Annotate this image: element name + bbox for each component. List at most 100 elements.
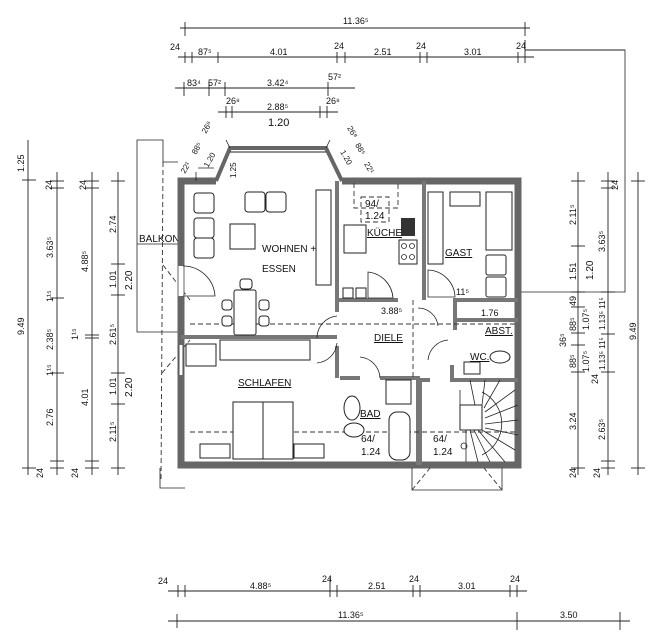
balcony: BALKON xyxy=(136,139,191,489)
outline-right xyxy=(521,49,626,293)
dim-label: 24 xyxy=(70,468,80,478)
diele-width: 3.88⁵ xyxy=(381,306,403,316)
nightstand xyxy=(293,443,325,459)
dim-label: 3.01 xyxy=(458,581,476,591)
bad-window-label: 64/ xyxy=(361,434,375,445)
bed-right xyxy=(262,401,294,460)
dim-label: 24 xyxy=(416,41,426,51)
dim-label: 24 xyxy=(322,574,332,584)
dim-label: 26⁸ xyxy=(226,96,240,106)
stove xyxy=(398,239,418,265)
nightstand xyxy=(199,443,231,459)
bay-dim: 26⁸ xyxy=(345,125,359,140)
abst-width: 1.76 xyxy=(481,308,499,318)
guest-bed xyxy=(485,191,513,251)
dim-label: 1.07⁵ xyxy=(581,350,591,372)
bay-depth: 1.25 xyxy=(229,162,238,178)
dim-label: 2.51 xyxy=(374,47,392,57)
bay-dim: 1.20 xyxy=(202,151,218,169)
dim-label: 24 xyxy=(35,468,45,478)
dim-label: 24 xyxy=(610,180,620,190)
dim-label: 2.51 xyxy=(368,581,386,591)
dim-label: 1.51 xyxy=(568,262,578,280)
dim-label: 2.61⁵ xyxy=(108,323,118,345)
bay-dim: 88⁵ xyxy=(353,142,367,157)
dim-label: 1.07⁵ xyxy=(581,308,591,330)
dim-label: 3.63⁵ xyxy=(45,236,55,258)
room-label-essen: ESSEN xyxy=(262,264,296,275)
dim-label: 3.63⁵ xyxy=(597,230,607,252)
dim-label: 88⁵ xyxy=(568,317,578,331)
room-labels: WOHNEN + ESSEN KÜCHE GAST DIELE ABST. WC… xyxy=(238,227,513,420)
room-label-wc: WC. xyxy=(470,352,489,363)
dim-label: 11.36⁵ xyxy=(338,610,364,620)
kueche-window-label: 94/ xyxy=(365,199,379,210)
shower xyxy=(385,379,412,405)
dim-label: 3.01 xyxy=(464,47,482,57)
staircase xyxy=(459,379,519,463)
room-label-abst: ABST. xyxy=(485,326,513,337)
bay-dim: 22¹ xyxy=(362,161,376,176)
top-dimensions: 11.36⁵ 24 87⁵ 4.01 24 2.51 24 3.01 24 83… xyxy=(170,16,625,129)
dim-label: 57² xyxy=(208,78,221,88)
dim-label: 24 xyxy=(409,574,419,584)
dim-label: 4.88⁵ xyxy=(80,250,90,272)
dim-label: 3.24 xyxy=(568,412,578,430)
dim-label: 1.20 xyxy=(585,260,596,280)
dim-label: 24 xyxy=(44,180,54,190)
stair-window-label: 64/ xyxy=(433,434,447,445)
dim-label: 2.11⁵ xyxy=(108,421,118,442)
dim-label: 1.13⁵ 11⁵ xyxy=(598,297,607,330)
right-dimensions: 2.11⁵ 1.51 1.20 49 88⁵ 1.07⁵ 36⁵ 88⁵ 1.0… xyxy=(558,172,645,478)
cabinet xyxy=(315,189,332,286)
dim-label: 2.38⁵ xyxy=(45,328,55,350)
bay-dim: 88⁵ xyxy=(190,141,204,156)
armchair xyxy=(193,192,215,214)
bay-dim: 26⁸ xyxy=(200,120,214,135)
kueche-window-label: 1.24 xyxy=(365,211,385,222)
dim-label: 87⁵ xyxy=(198,47,212,57)
bed-left xyxy=(232,401,264,460)
dim-label: 24 xyxy=(516,41,526,51)
dim-label: 4.01 xyxy=(80,388,90,406)
dim-label: 24 xyxy=(592,468,602,478)
dim-label: 3.50 xyxy=(560,610,578,620)
dim-label: 24 xyxy=(510,574,520,584)
bad-window-label: 1.24 xyxy=(361,447,381,458)
bottom-dimensions: 24 4.88⁵ 24 2.51 24 3.01 24 11.36⁵ 3.50 xyxy=(158,574,630,630)
stair-window-label: 1.24 xyxy=(433,447,453,458)
kitchen-counter xyxy=(343,224,367,254)
dim-label: 2.20 xyxy=(124,377,135,397)
room-label-schlafen: SCHLAFEN xyxy=(238,378,291,389)
dim-label: 1.01 xyxy=(108,377,118,395)
room-label-wohnen: WOHNEN + xyxy=(262,244,316,255)
room-label-gast: GAST xyxy=(445,248,472,259)
dim-label: 9.49 xyxy=(628,322,638,340)
room-label-balkon: BALKON xyxy=(139,234,180,245)
dim-label: 2.88⁵ xyxy=(267,102,289,112)
toilet xyxy=(343,395,361,421)
opening-labels: 94/ 1.24 64/ 1.24 64/ 1.24 3.88⁵ 11⁵ 1.7… xyxy=(360,196,499,458)
coffee-table xyxy=(229,223,256,250)
dim-label: 24 xyxy=(170,42,180,52)
doors xyxy=(182,265,456,379)
dim-label: 1.01 xyxy=(108,270,118,288)
dim-label: 1.25 xyxy=(16,154,26,172)
dim-label: 2.63⁵ xyxy=(597,418,607,440)
dim-label: 57² xyxy=(328,72,341,82)
left-dimensions: 1.25 9.49 24 3.63⁵ 1¹⁵ 2.38⁵ 1¹⁵ 2.76 24… xyxy=(16,140,135,478)
dim-label: 88⁵ xyxy=(568,354,578,368)
dim-label: 83⁴ xyxy=(187,78,201,88)
dim-label: 9.49 xyxy=(16,317,26,335)
dim-label: 2.11⁵ xyxy=(568,204,578,225)
wardrobe xyxy=(219,339,311,361)
room-label-kueche: KÜCHE xyxy=(367,227,402,239)
dim-label: 2.20 xyxy=(124,270,135,290)
room-label-diele: DIELE xyxy=(374,333,403,344)
interior-walls xyxy=(181,181,518,465)
dim-label: 1.20 xyxy=(268,117,289,129)
bidet xyxy=(343,422,365,438)
wc-sink xyxy=(463,361,481,375)
bay-dim: 1.20 xyxy=(338,149,354,167)
